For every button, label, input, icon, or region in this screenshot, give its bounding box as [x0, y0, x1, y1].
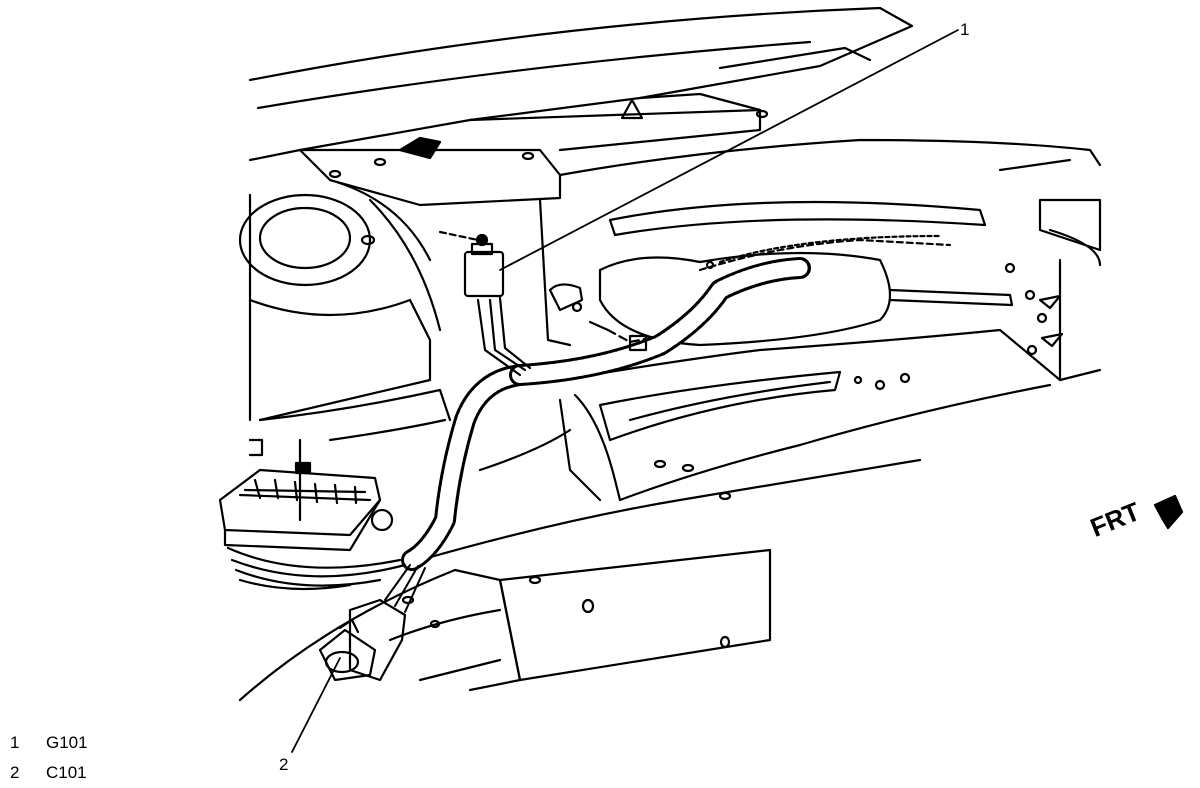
relay-block-connector	[218, 461, 407, 591]
legend-number: 2	[10, 763, 20, 782]
strut-tower	[238, 178, 452, 522]
legend-row: 1 G101	[10, 728, 88, 758]
wiring-harness	[401, 234, 952, 571]
frt-arrow-icon	[1153, 494, 1184, 530]
frame-rail	[238, 328, 1102, 702]
callout-1-label: 1	[960, 20, 970, 39]
legend-label: C101	[46, 763, 87, 782]
callout-2-label: 2	[279, 755, 289, 774]
lower-connector-c101	[318, 564, 426, 682]
upper-connector	[438, 230, 532, 377]
hood-outline	[248, 6, 914, 162]
legend-row: 2 C101	[10, 758, 88, 788]
cowl-panel	[298, 92, 769, 207]
legend-number: 1	[10, 733, 20, 752]
callout-2-leader	[291, 657, 341, 753]
callout-1-leader	[499, 29, 959, 271]
callout-leaders	[291, 29, 959, 753]
legend-label: G101	[46, 733, 88, 752]
legend: 1 G101 2 C101	[10, 728, 88, 788]
ground-g101	[588, 320, 652, 352]
